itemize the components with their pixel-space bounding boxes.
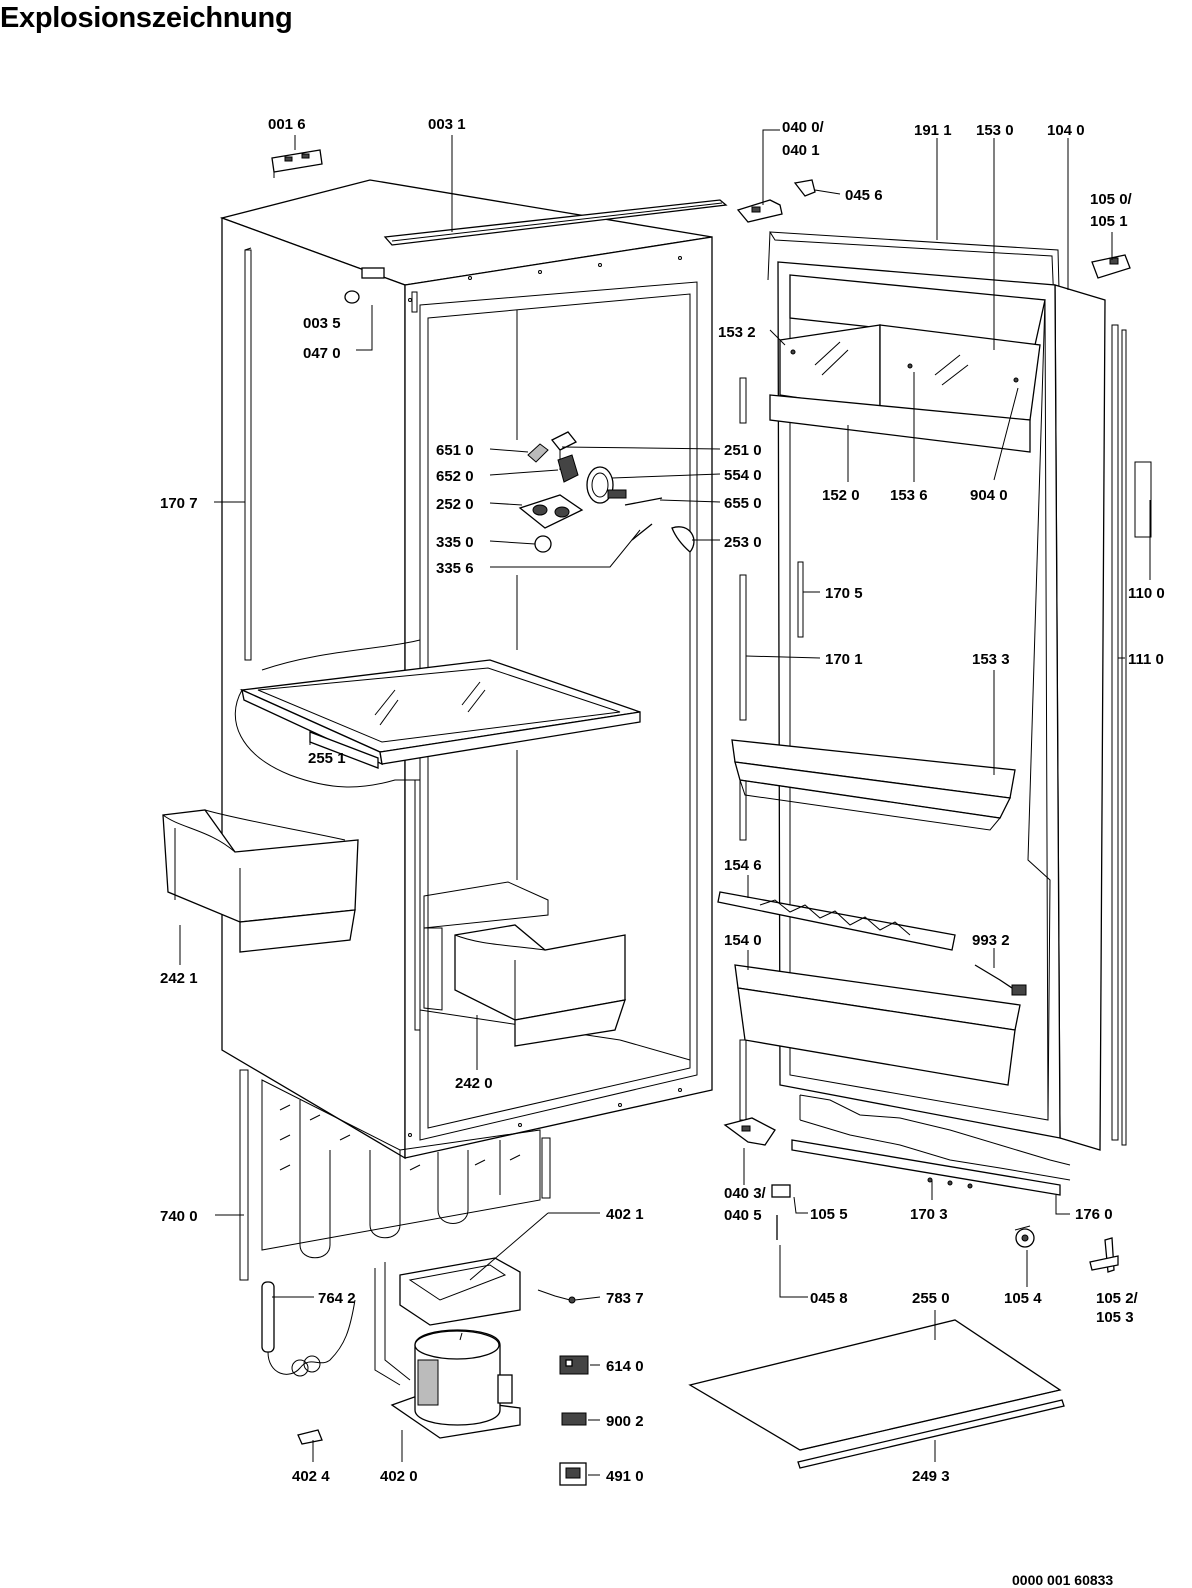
bottom-hinge bbox=[1089, 1237, 1119, 1273]
document-number: 0000 001 60833 bbox=[1012, 1572, 1114, 1588]
center-drawer bbox=[423, 881, 626, 1047]
wire-part bbox=[537, 1289, 571, 1301]
label-993-2: 993 2 bbox=[972, 932, 1010, 949]
overload-part bbox=[561, 1412, 587, 1426]
label-153-6: 153 6 bbox=[890, 487, 928, 504]
label-047-0: 047 0 bbox=[303, 345, 341, 362]
sensor-plug bbox=[1011, 984, 1027, 996]
part-labels: 001 6 003 1 003 5 047 0 170 7 651 0 652 … bbox=[160, 116, 1165, 1485]
label-255-1: 255 1 bbox=[308, 750, 346, 767]
label-040-5: 040 5 bbox=[724, 1207, 762, 1224]
label-740-0: 740 0 bbox=[160, 1208, 198, 1225]
label-242-0: 242 0 bbox=[455, 1075, 493, 1092]
door-handle-strip bbox=[1134, 461, 1152, 538]
label-105-0: 105 0/ bbox=[1090, 191, 1133, 208]
door-trim-bottom bbox=[739, 1039, 747, 1121]
label-105-2: 105 2/ bbox=[1096, 1290, 1139, 1307]
label-335-6: 335 6 bbox=[436, 560, 474, 577]
door-trim-middle bbox=[739, 574, 747, 721]
terminal-cover-part bbox=[559, 1462, 587, 1486]
label-614-0: 614 0 bbox=[606, 1358, 644, 1375]
thermostat-parts bbox=[518, 431, 695, 553]
label-170-7: 170 7 bbox=[160, 495, 198, 512]
label-170-5: 170 5 bbox=[825, 585, 863, 602]
label-249-3: 249 3 bbox=[912, 1468, 950, 1485]
label-253-0: 253 0 bbox=[724, 534, 762, 551]
label-001-6: 001 6 bbox=[268, 116, 306, 133]
door-shelf-lower bbox=[734, 964, 1021, 1086]
label-783-7: 783 7 bbox=[606, 1290, 644, 1307]
door-trim-short bbox=[797, 561, 804, 638]
label-152-0: 152 0 bbox=[822, 487, 860, 504]
label-105-1: 105 1 bbox=[1090, 213, 1128, 230]
label-153-0: 153 0 bbox=[976, 122, 1014, 139]
lower-hinge bbox=[723, 1117, 776, 1146]
label-655-0: 655 0 bbox=[724, 495, 762, 512]
label-170-1: 170 1 bbox=[825, 651, 863, 668]
label-045-6: 045 6 bbox=[845, 187, 883, 204]
label-176-0: 176 0 bbox=[1075, 1206, 1113, 1223]
relay-part bbox=[559, 1355, 589, 1375]
label-255-0: 255 0 bbox=[912, 1290, 950, 1307]
label-242-1: 242 1 bbox=[160, 970, 198, 987]
condenser bbox=[239, 1069, 551, 1281]
label-554-0: 554 0 bbox=[724, 467, 762, 484]
label-335-0: 335 0 bbox=[436, 534, 474, 551]
page-title: Explosionszeichnung bbox=[0, 2, 293, 34]
label-105-5: 105 5 bbox=[810, 1206, 848, 1223]
label-900-2: 900 2 bbox=[606, 1413, 644, 1430]
plug-cap-part bbox=[344, 290, 360, 304]
wire-end bbox=[568, 1296, 576, 1304]
glass-shelf bbox=[234, 639, 641, 788]
left-drawer bbox=[162, 809, 359, 953]
label-402-1: 402 1 bbox=[606, 1206, 644, 1223]
leader-lines bbox=[179, 129, 1151, 1476]
label-045-8: 045 8 bbox=[810, 1290, 848, 1307]
label-040-1: 040 1 bbox=[782, 142, 820, 159]
label-003-5: 003 5 bbox=[303, 315, 341, 332]
label-040-3: 040 3/ bbox=[724, 1185, 767, 1202]
hinge-bolt bbox=[1014, 1225, 1035, 1248]
clip-part bbox=[297, 1429, 323, 1445]
label-105-3: 105 3 bbox=[1096, 1309, 1134, 1326]
door-shelf-upper bbox=[731, 739, 1016, 831]
label-491-0: 491 0 bbox=[606, 1468, 644, 1485]
upper-hinge bbox=[736, 199, 783, 223]
top-clip-part bbox=[361, 267, 385, 279]
label-904-0: 904 0 bbox=[970, 487, 1008, 504]
label-191-1: 191 1 bbox=[914, 122, 952, 139]
compressor bbox=[390, 1329, 521, 1439]
glass-plate bbox=[688, 1319, 1065, 1469]
label-154-6: 154 6 bbox=[724, 857, 762, 874]
label-252-0: 252 0 bbox=[436, 496, 474, 513]
label-402-4: 402 4 bbox=[292, 1468, 330, 1485]
label-154-0: 154 0 bbox=[724, 932, 762, 949]
label-110-0: 110 0 bbox=[1128, 585, 1165, 602]
door-trim-upper bbox=[739, 377, 747, 424]
top-door-hinge bbox=[1091, 254, 1131, 279]
butter-compartment bbox=[769, 274, 1046, 453]
compressor-tray bbox=[374, 1257, 521, 1386]
label-105-4: 105 4 bbox=[1004, 1290, 1042, 1307]
label-170-3: 170 3 bbox=[910, 1206, 948, 1223]
label-153-2: 153 2 bbox=[718, 324, 756, 341]
label-764-2: 764 2 bbox=[318, 1290, 356, 1307]
bushing-part bbox=[771, 1184, 791, 1198]
door-bar bbox=[717, 891, 956, 951]
label-040-0: 040 0/ bbox=[782, 119, 825, 136]
capillary-dryer bbox=[261, 1281, 356, 1377]
label-111-0: 111 0 bbox=[1128, 651, 1164, 668]
label-251-0: 251 0 bbox=[724, 442, 762, 459]
hinge-pin bbox=[793, 179, 816, 197]
label-402-0: 402 0 bbox=[380, 1468, 418, 1485]
label-003-1: 003 1 bbox=[428, 116, 466, 133]
door-seal-strip bbox=[791, 1094, 1071, 1196]
label-104-0: 104 0 bbox=[1047, 122, 1085, 139]
label-652-0: 652 0 bbox=[436, 468, 474, 485]
label-153-3: 153 3 bbox=[972, 651, 1010, 668]
label-651-0: 651 0 bbox=[436, 442, 474, 459]
bracket-part bbox=[271, 149, 323, 178]
